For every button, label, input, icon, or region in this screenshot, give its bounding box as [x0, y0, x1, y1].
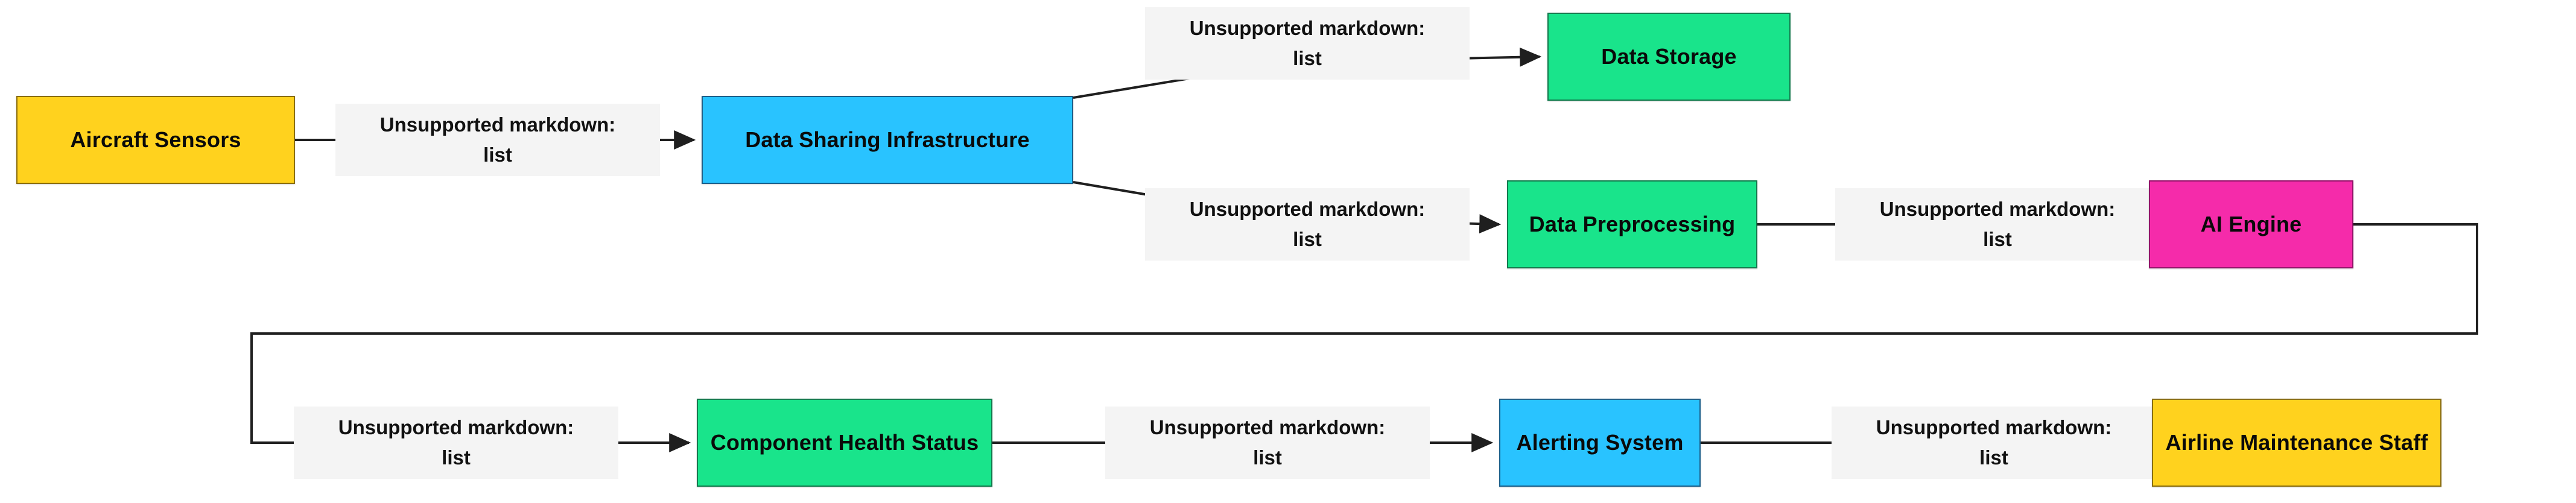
edge-label-line-2: list [1979, 446, 2008, 469]
edge-label-line-2: list [1253, 446, 1282, 469]
node-data-storage[interactable]: Data Storage [1547, 13, 1791, 101]
node-data-sharing[interactable]: Data Sharing Infrastructure [702, 96, 1073, 184]
edge-label-line-2: list [483, 144, 512, 166]
edge-label-line-2: list [1983, 228, 2012, 250]
node-aircraft-sensors[interactable]: Aircraft Sensors [16, 96, 295, 184]
node-label-data-storage: Data Storage [1601, 44, 1737, 69]
node-label-data-preprocessing: Data Preprocessing [1529, 212, 1736, 237]
edge-label-line-2: list [442, 446, 471, 469]
edge-label-line-2: list [1293, 228, 1322, 250]
node-label-aircraft-sensors: Aircraft Sensors [70, 127, 241, 153]
node-label-data-sharing: Data Sharing Infrastructure [745, 127, 1030, 153]
edge-label-line-1: Unsupported markdown: [1189, 197, 1426, 220]
lbl-health-to-alerting: Unsupported markdown: list [1105, 407, 1430, 479]
lbl-preprocess-to-ai: Unsupported markdown: list [1835, 188, 2160, 261]
node-ai-engine[interactable]: AI Engine [2149, 180, 2353, 268]
edge-label-line-1: Unsupported markdown: [1879, 197, 2116, 220]
edge-label-line-1: Unsupported markdown: [338, 416, 574, 438]
edge-label-line-1: Unsupported markdown: [1876, 416, 2112, 438]
lbl-alerting-to-maintenance: Unsupported markdown: list [1832, 407, 2156, 479]
edge-label-line-1: Unsupported markdown: [1149, 416, 1386, 438]
node-airline-maintenance[interactable]: Airline Maintenance Staff [2152, 399, 2441, 487]
node-label-alerting-system: Alerting System [1516, 430, 1684, 455]
edge-label-line-2: list [1293, 47, 1322, 69]
lbl-sharing-to-preprocess: Unsupported markdown: list [1145, 188, 1470, 261]
node-data-preprocessing[interactable]: Data Preprocessing [1507, 180, 1757, 268]
edge-label-line-1: Unsupported markdown: [1189, 16, 1426, 39]
node-component-health-status[interactable]: Component Health Status [697, 399, 992, 487]
node-label-airline-maintenance: Airline Maintenance Staff [2165, 430, 2428, 455]
lbl-ai-to-health: Unsupported markdown: list [294, 407, 618, 479]
node-label-ai-engine: AI Engine [2200, 212, 2302, 237]
node-alerting-system[interactable]: Alerting System [1499, 399, 1701, 487]
edge-label-line-1: Unsupported markdown: [379, 113, 616, 136]
lbl-sharing-to-storage: Unsupported markdown: list [1145, 7, 1470, 80]
lbl-sensors-to-sharing: Unsupported markdown: list [335, 104, 660, 176]
node-label-component-health-status: Component Health Status [710, 430, 979, 455]
